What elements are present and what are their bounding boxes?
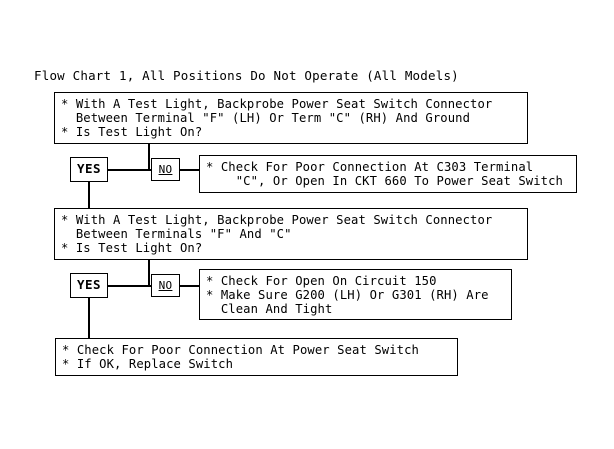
flow-node-result2: * Check For Open On Circuit 150 * Make S…	[199, 269, 512, 320]
connector-branch2-yes-to-result3	[88, 298, 90, 338]
branch2-yes-label: YES	[70, 273, 108, 298]
flow-node-step1: * With A Test Light, Backprobe Power Sea…	[54, 92, 528, 144]
branch2-no-label: NO	[151, 274, 180, 297]
branch1-no-label: NO	[151, 158, 180, 181]
connector-step1-to-branch1	[148, 144, 150, 170]
flow-node-result1: * Check For Poor Connection At C303 Term…	[199, 155, 577, 193]
flow-node-result3: * Check For Poor Connection At Power Sea…	[55, 338, 458, 376]
connector-branch1-yes-to-step2	[88, 182, 90, 209]
branch1-yes-label: YES	[70, 157, 108, 182]
connector-step2-to-branch2	[148, 260, 150, 286]
page-title: Flow Chart 1, All Positions Do Not Opera…	[34, 68, 459, 83]
flow-node-step2: * With A Test Light, Backprobe Power Sea…	[54, 208, 528, 260]
